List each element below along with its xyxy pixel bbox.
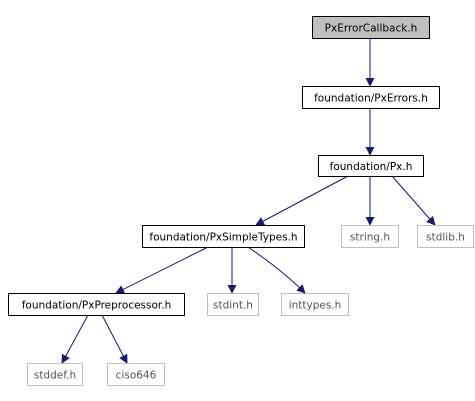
node-stddef[interactable]: stddef.h [27, 363, 83, 386]
nodes-layer: PxErrorCallback.h foundation/PxErrors.h fo… [8, 16, 474, 386]
node-ciso646[interactable]: ciso646 [107, 363, 165, 386]
node-label: inttypes.h [289, 300, 342, 312]
node-label: ciso646 [116, 370, 157, 382]
node-px[interactable]: foundation/Px.h [318, 155, 424, 177]
edge-px-to-pxsimpletypes [255, 175, 349, 226]
node-box [312, 16, 430, 39]
node-label: foundation/PxSimpleTypes.h [149, 232, 297, 244]
node-label: PxErrorCallback.h [325, 23, 418, 35]
node-string[interactable]: string.h [341, 225, 399, 248]
node-box [207, 293, 259, 316]
node-stdlib[interactable]: stdlib.h [417, 225, 474, 248]
node-box [318, 155, 424, 177]
node-stdint[interactable]: stdint.h [207, 293, 259, 316]
node-pxsimpletypes[interactable]: foundation/PxSimpleTypes.h [142, 225, 305, 248]
edge-pxpreprocessor-to-ciso646 [101, 314, 128, 364]
node-box [8, 293, 185, 316]
node-box [302, 86, 440, 109]
node-inttypes[interactable]: inttypes.h [281, 293, 349, 316]
node-pxpreprocessor[interactable]: foundation/PxPreprocessor.h [8, 293, 185, 316]
node-box [142, 225, 305, 248]
node-label: stdint.h [213, 300, 253, 312]
node-pxerrorcallback[interactable]: PxErrorCallback.h [312, 16, 430, 39]
edge-px-to-stdlib [391, 175, 436, 226]
node-label: foundation/PxPreprocessor.h [22, 300, 172, 312]
node-label: foundation/Px.h [330, 161, 413, 173]
node-box [341, 225, 399, 248]
edge-pxsimpletypes-to-pxpreprocessor [115, 246, 209, 294]
node-label: stddef.h [34, 370, 76, 382]
node-pxerrors[interactable]: foundation/PxErrors.h [302, 86, 440, 109]
node-box [107, 363, 165, 386]
node-label: string.h [350, 232, 390, 244]
node-box [27, 363, 83, 386]
edge-pxpreprocessor-to-stddef [61, 314, 89, 364]
edges-layer [61, 38, 436, 364]
node-box [417, 225, 474, 248]
node-box [281, 293, 349, 316]
edge-pxsimpletypes-to-inttypes [247, 246, 306, 294]
node-label: foundation/PxErrors.h [314, 93, 428, 105]
node-label: stdlib.h [426, 232, 465, 244]
